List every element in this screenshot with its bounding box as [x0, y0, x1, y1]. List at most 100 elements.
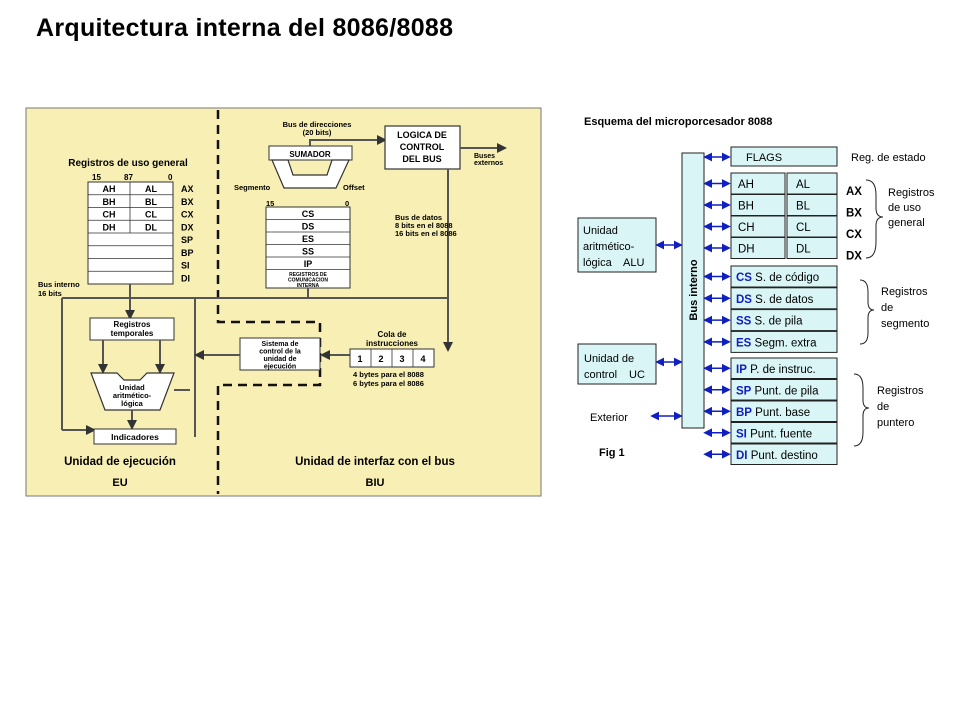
register-high-byte: BH [103, 197, 116, 207]
pointer-group-label: Registros [877, 385, 924, 397]
register-name: SP [181, 235, 193, 245]
segment-group-label: segmento [881, 318, 929, 330]
general-group-label: de uso [888, 202, 921, 214]
register-low-byte: BL [145, 197, 157, 207]
general-register-high [730, 237, 786, 259]
alu-abbr: ALU [623, 257, 644, 269]
segment-register-row [730, 309, 838, 332]
segment-register-label: SS S. de pila [736, 316, 803, 328]
segment-register: CS [302, 209, 315, 219]
state-register-label: Reg. de estado [851, 152, 926, 164]
general-register-low [786, 194, 838, 216]
seg-bit-high: 15 [266, 199, 274, 208]
general-group-label: general [888, 217, 925, 229]
flags-box [93, 428, 177, 445]
seg-bit-low: 0 [345, 199, 349, 208]
pointer-register-row [730, 443, 838, 465]
schematic-title: Esquema del microporcesador 8088 [584, 116, 772, 128]
pointer-register-row [730, 400, 838, 422]
data-bus-label: 16 bits en el 8086 [395, 229, 457, 238]
register-name: DX [181, 222, 194, 232]
register-high-byte: CH [103, 210, 116, 220]
segment-group-label: de [881, 302, 893, 314]
uc-abbr: UC [629, 369, 645, 381]
general-group-brace [865, 179, 884, 259]
alu-label: lógica [121, 399, 144, 408]
segment-register-label: ES Segm. extra [736, 337, 817, 349]
exec-control-box [239, 337, 321, 371]
exec-control-label: unidad de [263, 356, 296, 363]
queue-note: 6 bytes para el 8086 [353, 379, 424, 388]
bit-label: 15 [92, 173, 101, 182]
adder-funnel [271, 159, 350, 189]
flags-register [730, 146, 838, 167]
segment-register-row [730, 265, 838, 288]
adder-box [268, 145, 353, 161]
general-register-name: CX [846, 229, 862, 241]
queue-cell: 4 [420, 354, 425, 364]
segment-register-desc: S. de datos [752, 294, 814, 306]
general-register-low-label: CL [796, 222, 811, 234]
alu-label: aritmético- [113, 391, 152, 400]
temp-registers-label: temporales [111, 329, 154, 338]
pointer-register-label: DI Punt. destino [736, 450, 818, 462]
alu-box [577, 217, 657, 273]
segment-register-file [265, 206, 351, 289]
register-high-byte: DH [103, 222, 116, 232]
general-register-low-label: DL [796, 244, 811, 256]
segment-register-row [730, 287, 838, 310]
general-register-high-label: AH [738, 179, 754, 191]
data-bus-label: 8 bits en el 8088 [395, 221, 453, 230]
pointer-group-brace [853, 373, 870, 447]
flags-label: FLAGS [746, 152, 782, 164]
pointer-group-label: puntero [877, 417, 914, 429]
general-group-label: Registros [888, 187, 935, 199]
adder-label: SUMADOR [289, 150, 331, 159]
general-registers-title: Registros de uso general [68, 158, 188, 169]
pointer-register-desc: Punt. de pila [751, 386, 819, 398]
internal-bus-label: Bus interno [38, 280, 80, 289]
queue-cell: 2 [378, 354, 383, 364]
pointer-register-abbr: SP [736, 386, 752, 398]
register-name: AX [181, 184, 194, 194]
general-register-name: AX [846, 186, 862, 198]
general-register-low [786, 237, 838, 259]
bus-control-logic-label: DEL BUS [402, 154, 441, 164]
control-unit-box [577, 343, 657, 385]
external-buses-label: externos [474, 160, 503, 167]
pointer-register-label: IP P. de instruc. [736, 364, 816, 376]
alu-box-label: lógica [583, 257, 613, 269]
queue-note: 4 bytes para el 8088 [353, 370, 424, 379]
comm-registers-label: REGISTROS DE [289, 272, 327, 278]
segment-register-desc: Segm. extra [751, 337, 817, 349]
pointer-register-label: BP Punt. base [736, 407, 810, 419]
pointer-register-label: SI Punt. fuente [736, 429, 812, 441]
segment-register-row [730, 330, 838, 353]
general-register-low-label: BL [796, 201, 811, 213]
exec-control-label: ejecución [264, 364, 296, 371]
segment-register-label: DS S. de datos [736, 294, 814, 306]
bus-control-logic-label: LOGICA DE [397, 130, 447, 140]
queue-cell: 3 [399, 354, 404, 364]
segment-label: Segmento [234, 183, 271, 192]
general-register-high-label: DH [738, 244, 755, 256]
control-unit-label: Unidad de [584, 353, 634, 365]
general-register-name: BX [846, 208, 862, 220]
biu-short-label: BIU [366, 477, 385, 489]
pointer-register-abbr: SI [736, 429, 747, 441]
general-register-low [786, 172, 838, 195]
register-low-byte: CL [145, 210, 157, 220]
general-register-high-label: CH [738, 222, 755, 234]
bit-label: 87 [124, 173, 133, 182]
queue-title: instrucciones [366, 339, 419, 348]
queue-title: Cola de [378, 330, 407, 339]
segment-register-label: CS S. de código [736, 272, 819, 284]
exec-control-label: control de la [259, 349, 301, 356]
alu-box-label: aritmético- [583, 241, 635, 253]
fig-label: Fig 1 [599, 447, 625, 459]
pointer-register-desc: Punt. fuente [747, 429, 812, 441]
segment-register: IP [304, 259, 313, 269]
bus-control-logic-box [384, 125, 461, 170]
general-register-high-label: BH [738, 201, 754, 213]
